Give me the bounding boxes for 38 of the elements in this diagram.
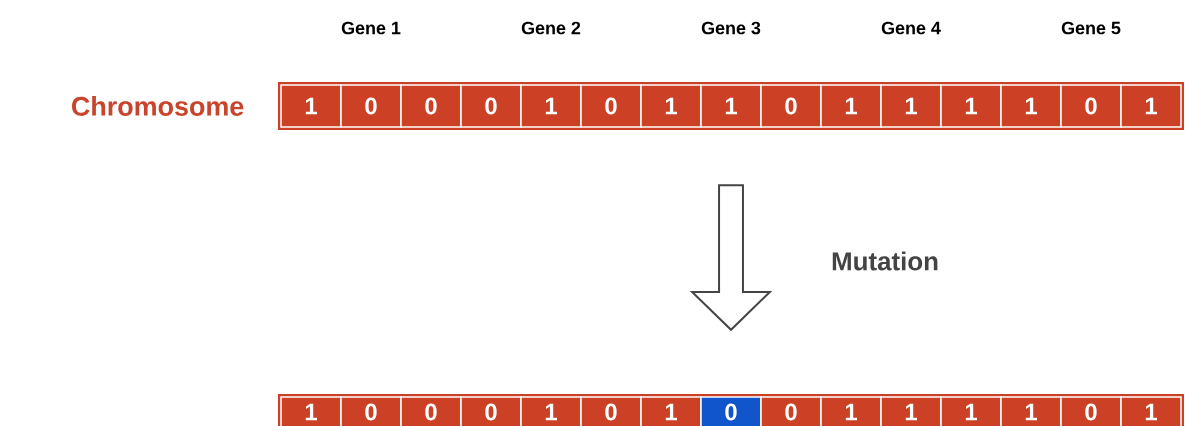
gene-label: Gene 1 [341,21,401,35]
bit-cell: 0 [460,396,522,426]
bit-cell: 0 [400,84,462,128]
bit-cell: 1 [940,84,1002,128]
bit-cell: 1 [520,84,582,128]
bit-cell: 1 [820,84,882,128]
gene-label: Gene 4 [881,21,941,35]
bit-cell: 1 [640,396,702,426]
bit-cell: 1 [1000,84,1062,128]
bit-cell: 1 [880,396,942,426]
bit-cell: 1 [940,396,1002,426]
bit-cell: 0 [340,396,402,426]
bit-cell: 1 [1120,396,1182,426]
bit-cell: 0 [1060,84,1122,128]
bit-cell: 0 [580,396,642,426]
bit-cell: 1 [280,84,342,128]
bit-cell: 1 [640,84,702,128]
bit-cell: 1 [1000,396,1062,426]
gene-label: Gene 3 [701,21,761,35]
bit-cell: 0 [580,84,642,128]
bit-cell: 0 [1060,396,1122,426]
bit-cell: 1 [280,396,342,426]
bit-cell: 1 [1120,84,1182,128]
bit-cell: 1 [880,84,942,128]
bit-cell: 0 [760,84,822,128]
gene-label: Gene 5 [1061,21,1121,35]
bit-cell: 1 [820,396,882,426]
bit-cell: 0 [460,84,522,128]
side-label: Chromosome [72,96,244,116]
bit-cell: 1 [520,396,582,426]
gene-label: Gene 2 [521,21,581,35]
bit-cell: 0 [340,84,402,128]
bit-cell: 1 [700,84,762,128]
edge-label: Mutation [829,249,941,273]
bit-cell: 0 [760,396,822,426]
bit-cell: 0 [400,396,462,426]
block-arrow [689,184,773,332]
bit-cell: 0 [700,396,762,426]
